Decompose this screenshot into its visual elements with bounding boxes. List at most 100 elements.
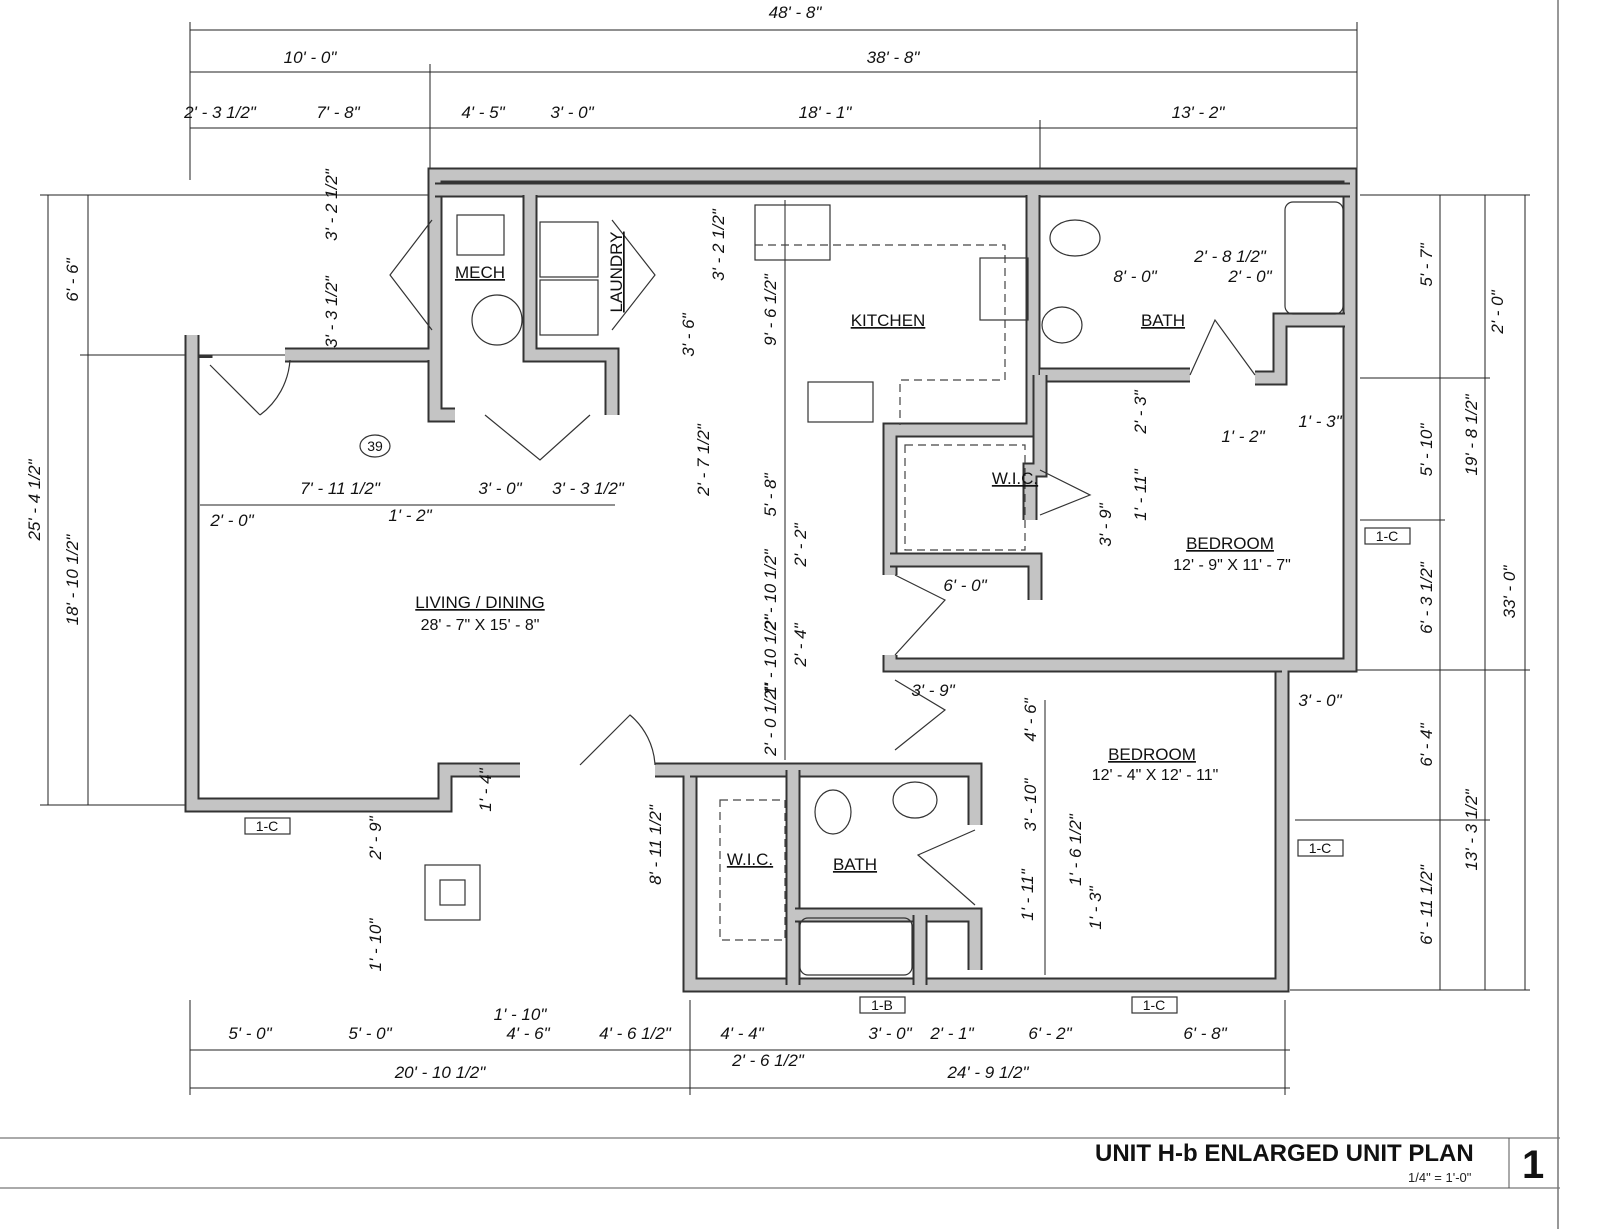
window-tag: 1-C [1309,840,1332,856]
room-labels: MECH LAUNDRY KITCHEN BATH W.I.C. BEDROOM… [415,232,1291,874]
dim: 24' - 9 1/2" [946,1063,1029,1082]
door-swing [894,679,947,751]
dim: 2' - 9" [366,815,385,860]
dim: 3' - 0" [868,1024,912,1043]
dim: 6' - 6" [63,257,82,301]
room-living: LIVING / DINING [415,593,544,612]
dim: 2' - 10 1/2" [761,548,780,631]
dim: 2' - 3" [1131,389,1150,434]
dim: 6' - 3 1/2" [1417,561,1436,634]
dim: 2' - 1" [929,1024,974,1043]
window-tag: 1-C [1143,997,1166,1013]
dim: 2' - 0" [209,511,254,530]
dim: 33' - 0" [1500,565,1519,619]
lavatory [1041,306,1083,344]
dimension-text-bottom: 5' - 0" 5' - 0" 4' - 6" 4' - 6 1/2" 4' -… [228,1005,1227,1082]
dimension-text-right: 5' - 7" 2' - 0" 5' - 10" 19' - 8 1/2" 6'… [1417,242,1519,945]
mech-unit [456,214,505,256]
dim: 38' - 8" [867,48,921,67]
dim: 18' - 10 1/2" [63,534,82,626]
dim: 2' - 4" [791,622,810,667]
room-bedroom-1-size: 12' - 9" X 11' - 7" [1173,557,1291,574]
toilet [814,789,852,835]
dim: 1' - 10" [366,918,385,972]
patio-door-swing [579,714,656,766]
window-tags: 1-C 1-C 1-C 1-C 1-B 39 [244,434,1411,1014]
dim: 4' - 4" [720,1024,764,1043]
closet-doors [484,414,591,461]
dim: 6' - 8" [1183,1024,1227,1043]
dim: 3' - 2 1/2" [322,168,341,241]
dim: 18' - 1" [799,103,853,122]
dim: 4' - 6 1/2" [599,1024,672,1043]
dim: 7' - 8" [316,103,360,122]
dim: 2' - 0 1/2" [761,683,780,757]
dim: 19' - 8 1/2" [1462,393,1481,475]
door-swing [894,574,946,656]
fixtures [209,201,1344,976]
dim: 1' - 11" [1131,468,1150,520]
dim: 3' - 9" [1096,502,1115,546]
dim: 1' - 2" [388,506,432,525]
dim: 2' - 3 1/2" [183,103,257,122]
door-swing [1039,469,1092,516]
door-swing [916,829,976,906]
dim: 9' - 6 1/2" [761,273,780,346]
drawing-scale: 1/4" = 1'-0" [1408,1170,1472,1185]
dim: 13' - 2" [1172,103,1226,122]
drawing-title: UNIT H-b ENLARGED UNIT PLAN [1095,1140,1474,1167]
mech-doors [389,219,433,331]
laundry-doors [611,219,656,331]
window-tag: 1-C [1376,528,1399,544]
dim: 3' - 6" [679,312,698,356]
dim: 1' - 11" [1018,868,1037,920]
dim: 3' - 0" [478,479,522,498]
dim: 2' - 0" [1227,267,1272,286]
dim: 10' - 0" [284,48,338,67]
dim: 4' - 6" [506,1024,550,1043]
kitchen-sink [807,381,874,423]
window-tag: 1-B [871,997,893,1013]
dim: 2' - 8 1/2" [1193,247,1267,266]
dryer [539,279,599,336]
dim: 3' - 0" [550,103,594,122]
dimension-text-interior: 7' - 11 1/2" 3' - 0" 3' - 3 1/2" 2' - 0"… [209,168,1342,971]
dim: 3' - 10" [1021,778,1040,832]
dim: 2' - 0" [1488,289,1507,334]
dim: 1' - 10" [494,1005,548,1024]
dim: 4' - 5" [461,103,505,122]
dimension-text-left: 6' - 6" 25' - 4 1/2" 18' - 10 1/2" [25,257,82,625]
door-swing [1189,318,1256,376]
dim: 2' - 2" [791,522,810,567]
dim: 5' - 0" [348,1024,392,1043]
window-tag: 1-C [256,818,279,834]
dim: 5' - 7" [1417,242,1436,286]
room-bedroom-2: BEDROOM [1108,745,1196,764]
dim: 3' - 0" [1298,691,1342,710]
walls [184,167,1358,993]
range [979,257,1029,321]
dim: 1' - 4" [476,767,495,811]
dim: 2' - 7 1/2" [694,423,713,497]
dim: 5' - 10" [1417,423,1436,477]
refrigerator [754,204,831,261]
dimension-text-top: 48' - 8" 10' - 0" 38' - 8" 2' - 3 1/2" 7… [183,3,1225,122]
room-bath-2: BATH [833,855,877,874]
room-bedroom-1: BEDROOM [1186,534,1274,553]
room-wic-2: W.I.C. [727,850,773,869]
room-kitchen: KITCHEN [851,311,926,330]
dim: 1' - 3" [1086,885,1105,929]
dim: 7' - 11 1/2" [300,479,381,498]
dim: 3' - 3 1/2" [322,275,341,348]
dim: 1' - 6 1/2" [1066,813,1085,886]
dim: 2' - 6 1/2" [731,1051,805,1070]
room-wic-1: W.I.C. [992,469,1038,488]
dim: 5' - 8" [761,472,780,516]
toilet [1049,219,1101,257]
room-bedroom-2-size: 12' - 4" X 12' - 11" [1092,767,1219,784]
lavatory [892,781,938,819]
dim: 8' - 11 1/2" [646,804,665,885]
drawing-number: 1 [1522,1143,1545,1187]
keynote-tag: 39 [367,438,383,454]
